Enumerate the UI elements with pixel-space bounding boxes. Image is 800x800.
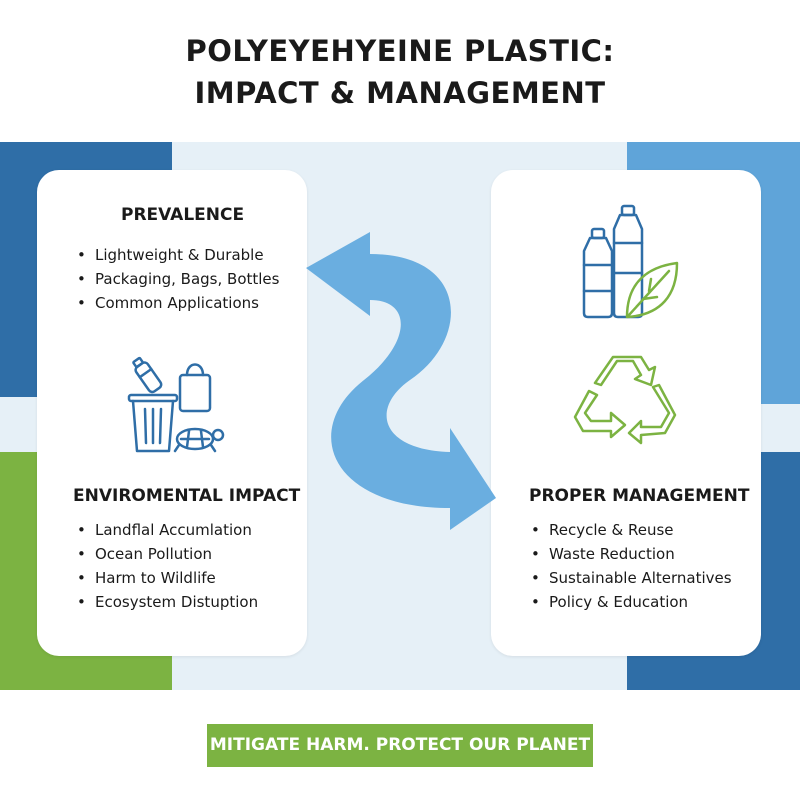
list-item: Harm to Wildlife [75,566,258,590]
list-item: Ecosystem Distuption [75,590,258,614]
management-heading: PROPER MANAGEMENT [529,486,750,506]
list-item: Packaging, Bags, Bottles [75,267,279,291]
list-item: Landflal Accumlation [75,518,258,542]
list-item: Recycle & Reuse [529,518,732,542]
list-item: Ocean Pollution [75,542,258,566]
prevalence-heading: PREVALENCE [121,205,245,225]
list-item: Sustainable Alternatives [529,566,732,590]
curved-arrow-icon [306,232,496,530]
prevalence-list: Lightweight & Durable Packaging, Bags, B… [75,243,279,315]
impact-heading: ENVIROMENTAL IMPACT [73,486,301,506]
left-card: PREVALENCE Lightweight & Durable Packagi… [37,170,307,656]
trash-bottle-bag-turtle-icon [127,356,225,453]
list-item: Common Applications [75,291,279,315]
page-title: POLYEYEHYEINE PLASTIC: IMPACT & MANAGEME… [0,30,800,114]
title-line-2: IMPACT & MANAGEMENT [194,76,606,110]
impact-list: Landflal Accumlation Ocean Pollution Har… [75,518,258,614]
right-card: PROPER MANAGEMENT Recycle & Reuse Waste … [491,170,761,656]
recycle-icon [573,355,677,445]
slogan-banner: MITIGATE HARM. PROTECT OUR PLANET [207,724,593,767]
list-item: Waste Reduction [529,542,732,566]
title-line-1: POLYEYEHYEINE PLASTIC: [185,34,615,68]
bottles-leaf-icon [582,204,679,319]
management-list: Recycle & Reuse Waste Reduction Sustaina… [529,518,732,614]
list-item: Policy & Education [529,590,732,614]
list-item: Lightweight & Durable [75,243,279,267]
